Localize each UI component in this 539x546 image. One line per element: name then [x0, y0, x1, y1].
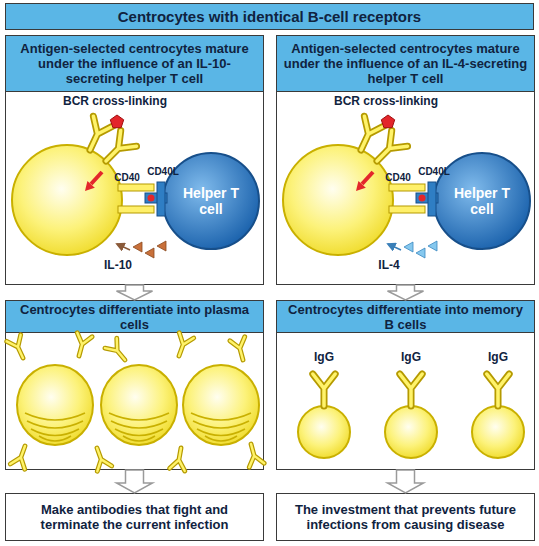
plasma-cells-illustration [7, 333, 264, 472]
diagram-title: Centrocytes with identical B-cell recept… [118, 8, 421, 25]
il4-illustration [428, 241, 437, 251]
il10-illustration [133, 242, 142, 252]
panel-heading: Centrocytes differentiate into plasma ce… [12, 302, 257, 332]
plasma-cells-illustration [183, 365, 259, 445]
il10-illustration [145, 248, 154, 258]
il4-illustration [283, 115, 438, 255]
t-cell-outline [163, 153, 259, 249]
plasma-cells-illustration [17, 365, 93, 445]
il4-illustration [388, 244, 401, 250]
outcome-box: The investment that prevents future infe… [276, 493, 535, 541]
outcome-text: Make antibodies that fight and terminate… [14, 502, 255, 532]
panel-heading: Centrocytes differentiate into memory B … [283, 302, 528, 332]
plasma-cells-illustration [230, 337, 251, 362]
il4-illustration [416, 248, 425, 258]
stage-panel: Centrocytes differentiate into memory B … [276, 300, 535, 470]
memory-cells-illustration [298, 374, 350, 458]
t-cell-outline [434, 153, 530, 249]
panel-header: Antigen-selected centrocytes mature unde… [277, 36, 534, 92]
t-cell-circle: Helper T cell [432, 151, 532, 251]
plasma-cells-illustration [244, 442, 265, 467]
outcome-text: The investment that prevents future infe… [285, 502, 526, 532]
il10-illustration [117, 244, 130, 250]
plasma-cells-illustration [90, 445, 112, 471]
il4-illustration [283, 115, 438, 258]
panel-header: Centrocytes differentiate into plasma ce… [6, 301, 263, 333]
plasma-cells-illustration [172, 333, 194, 359]
t-cell-circle: Helper T cell [161, 151, 261, 251]
memory-cells-illustration [298, 374, 524, 458]
plasma-cells-illustration [10, 443, 32, 469]
il10-illustration [157, 241, 166, 251]
cell-label: Helper T cell [181, 185, 241, 217]
plasma-cells-illustration [105, 338, 131, 365]
panel-header: Centrocytes differentiate into memory B … [277, 301, 534, 333]
memory-cells-illustration [385, 374, 437, 458]
plasma-cells-illustration [7, 335, 30, 361]
plasma-cells-illustration [72, 333, 93, 358]
il10-illustration [12, 115, 167, 255]
plasma-cells-illustration [170, 447, 189, 471]
il4-illustration [404, 242, 413, 252]
stage-panel: Antigen-selected centrocytes mature unde… [276, 35, 535, 285]
flow-arrow [388, 470, 424, 493]
stage-panel: Centrocytes differentiate into plasma ce… [5, 300, 264, 470]
cell-label: Helper T cell [452, 185, 512, 217]
il10-illustration [12, 115, 167, 258]
flow-arrow [117, 285, 153, 300]
panel-header: Antigen-selected centrocytes mature unde… [6, 36, 263, 92]
plasma-cells-illustration [101, 365, 177, 445]
memory-cells-illustration [472, 374, 524, 458]
outcome-box: Make antibodies that fight and terminate… [5, 493, 264, 541]
panel-heading: Antigen-selected centrocytes mature unde… [12, 41, 257, 86]
flow-arrow [117, 470, 153, 493]
flow-arrow [388, 285, 424, 300]
panel-heading: Antigen-selected centrocytes mature unde… [283, 41, 528, 86]
stage-panel: Antigen-selected centrocytes mature unde… [5, 35, 264, 285]
title-band: Centrocytes with identical B-cell recept… [5, 3, 534, 30]
